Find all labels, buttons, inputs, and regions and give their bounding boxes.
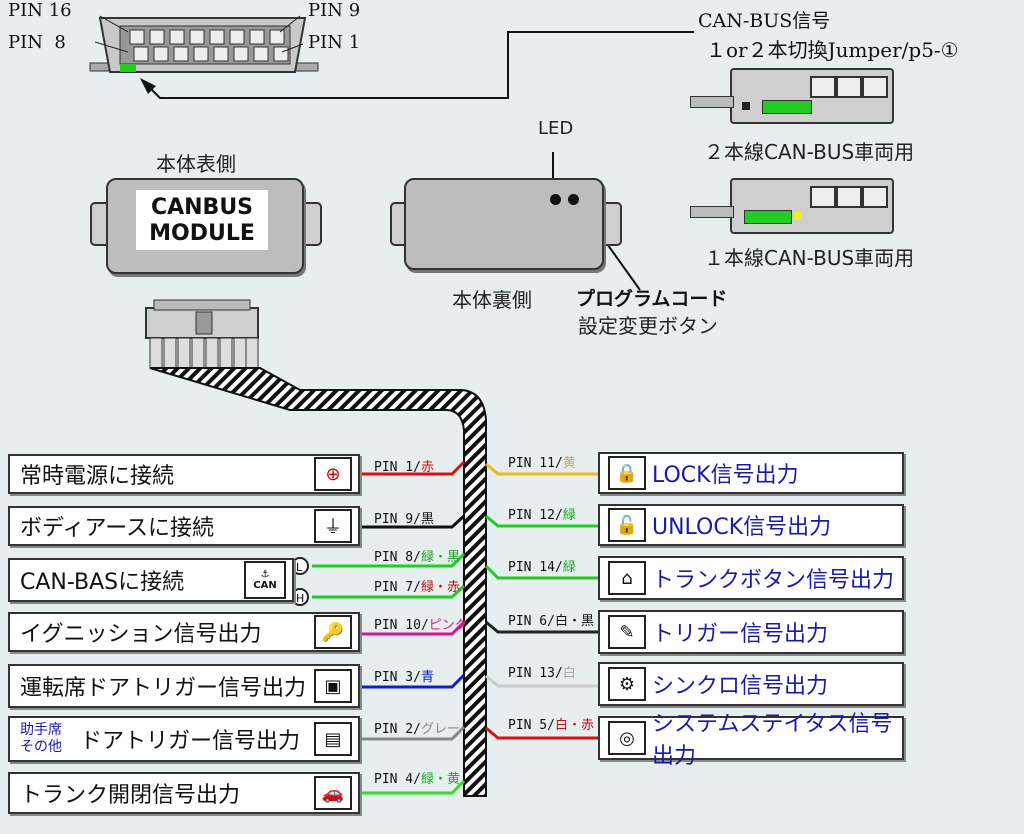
ignition-icon: 🔑	[314, 615, 352, 649]
program-code-label: プログラムコード	[576, 288, 728, 310]
passenger-door-icon: ▤	[314, 722, 352, 756]
right-item-trunk-button: ⌂ トランクボタン信号出力	[598, 556, 904, 600]
battery-icon: ⊕	[314, 457, 352, 491]
pin8-wire-label: PIN 8/緑・黒	[374, 550, 460, 565]
pin2-wire-label: PIN 2/グレー	[374, 722, 460, 737]
svg-text:H: H	[296, 592, 304, 605]
status-icon: ◎	[608, 721, 646, 755]
pin16-label: PIN 16	[8, 0, 72, 21]
pin8-label: PIN 8	[8, 32, 66, 53]
left-wires	[312, 460, 466, 795]
pin9-label: PIN 9	[308, 0, 361, 21]
pin10-wire-label: PIN 10/ピンク	[374, 618, 468, 633]
pin5-wire-label: PIN 5/白・赤	[508, 718, 594, 733]
left-item-driver-door: 運転席ドアトリガー信号出力 ▣	[8, 664, 360, 708]
pin6-wire-label: PIN 6/白・黒	[508, 614, 594, 629]
pin13-wire-label: PIN 13/白	[508, 666, 576, 681]
trigger-icon: ✎	[608, 615, 646, 649]
sync-icon: ⚙	[608, 667, 646, 701]
wire-harness	[149, 367, 487, 797]
right-item-lock: 🔒 LOCK信号出力	[598, 452, 904, 494]
left-item-ignition: イグニッション信号出力 🔑	[8, 612, 360, 652]
left-item-trunk: トランク開閉信号出力 🚗	[8, 772, 360, 814]
led-label: LED	[538, 118, 574, 139]
canbus-title: CAN-BUS信号	[698, 10, 831, 32]
jumper-one-wire	[730, 178, 894, 234]
unlock-icon: 🔓	[608, 508, 646, 542]
left-item-can-bus: CAN-BASに接続 ⚓CAN	[8, 558, 294, 602]
driver-door-icon: ▣	[314, 669, 352, 703]
trunk-icon: 🚗	[314, 776, 352, 810]
obd-connector	[89, 15, 319, 73]
pin1-wire-label: PIN 1/赤	[374, 460, 434, 475]
right-item-trigger: ✎ トリガー信号出力	[598, 610, 904, 654]
right-item-system-status: ◎ システムステイタス信号出力	[598, 712, 904, 769]
left-item-always-power: 常時電源に接続 ⊕	[8, 454, 360, 494]
led-indicator	[550, 194, 561, 205]
lock-icon: 🔒	[608, 456, 646, 490]
canbus-module-logo: CANBUS MODULE	[136, 190, 268, 250]
module-front: CANBUS MODULE	[106, 178, 304, 274]
module-back	[404, 178, 604, 270]
front-side-label: 本体表側	[156, 152, 236, 176]
pin11-wire-label: PIN 11/黄	[508, 456, 576, 471]
program-change-label: 設定変更ボタン	[578, 314, 718, 338]
jumper-two-wire	[730, 68, 894, 124]
svg-text:L: L	[296, 561, 303, 574]
pin14-wire-label: PIN 14/緑	[508, 560, 576, 575]
two-wire-label: ２本線CAN-BUS車両用	[704, 140, 915, 164]
one-wire-label: １本線CAN-BUS車両用	[704, 246, 915, 270]
left-item-body-ground: ボディアースに接続 ⏚	[8, 506, 360, 546]
canbus-subtitle: １or２本切換Jumper/p5-①	[706, 38, 959, 62]
trunk-button-icon: ⌂	[608, 561, 646, 595]
right-item-sync: ⚙ シンクロ信号出力	[598, 662, 904, 706]
pin9-wire-label: PIN 9/黒	[374, 512, 434, 527]
pin1-label: PIN 1	[308, 32, 361, 53]
pin7-wire-label: PIN 7/緑・赤	[374, 580, 460, 595]
left-item-passenger-door: 助手席 その他 ドアトリガー信号出力 ▤	[8, 716, 360, 762]
right-item-unlock: 🔓 UNLOCK信号出力	[598, 504, 904, 546]
pin12-wire-label: PIN 12/緑	[508, 508, 576, 523]
pin4-wire-label: PIN 4/緑・黄	[374, 772, 460, 787]
can-icon: ⚓CAN	[244, 561, 286, 599]
passenger-seat-label: 助手席	[20, 722, 62, 738]
right-wires	[484, 462, 598, 740]
program-button[interactable]	[568, 194, 579, 205]
back-side-label: 本体裏側	[452, 288, 532, 312]
canbus-leader-line	[145, 31, 694, 99]
pin3-wire-label: PIN 3/青	[374, 670, 434, 685]
ground-icon: ⏚	[314, 509, 352, 543]
harness-connector	[145, 299, 259, 369]
other-label: その他	[20, 739, 62, 755]
